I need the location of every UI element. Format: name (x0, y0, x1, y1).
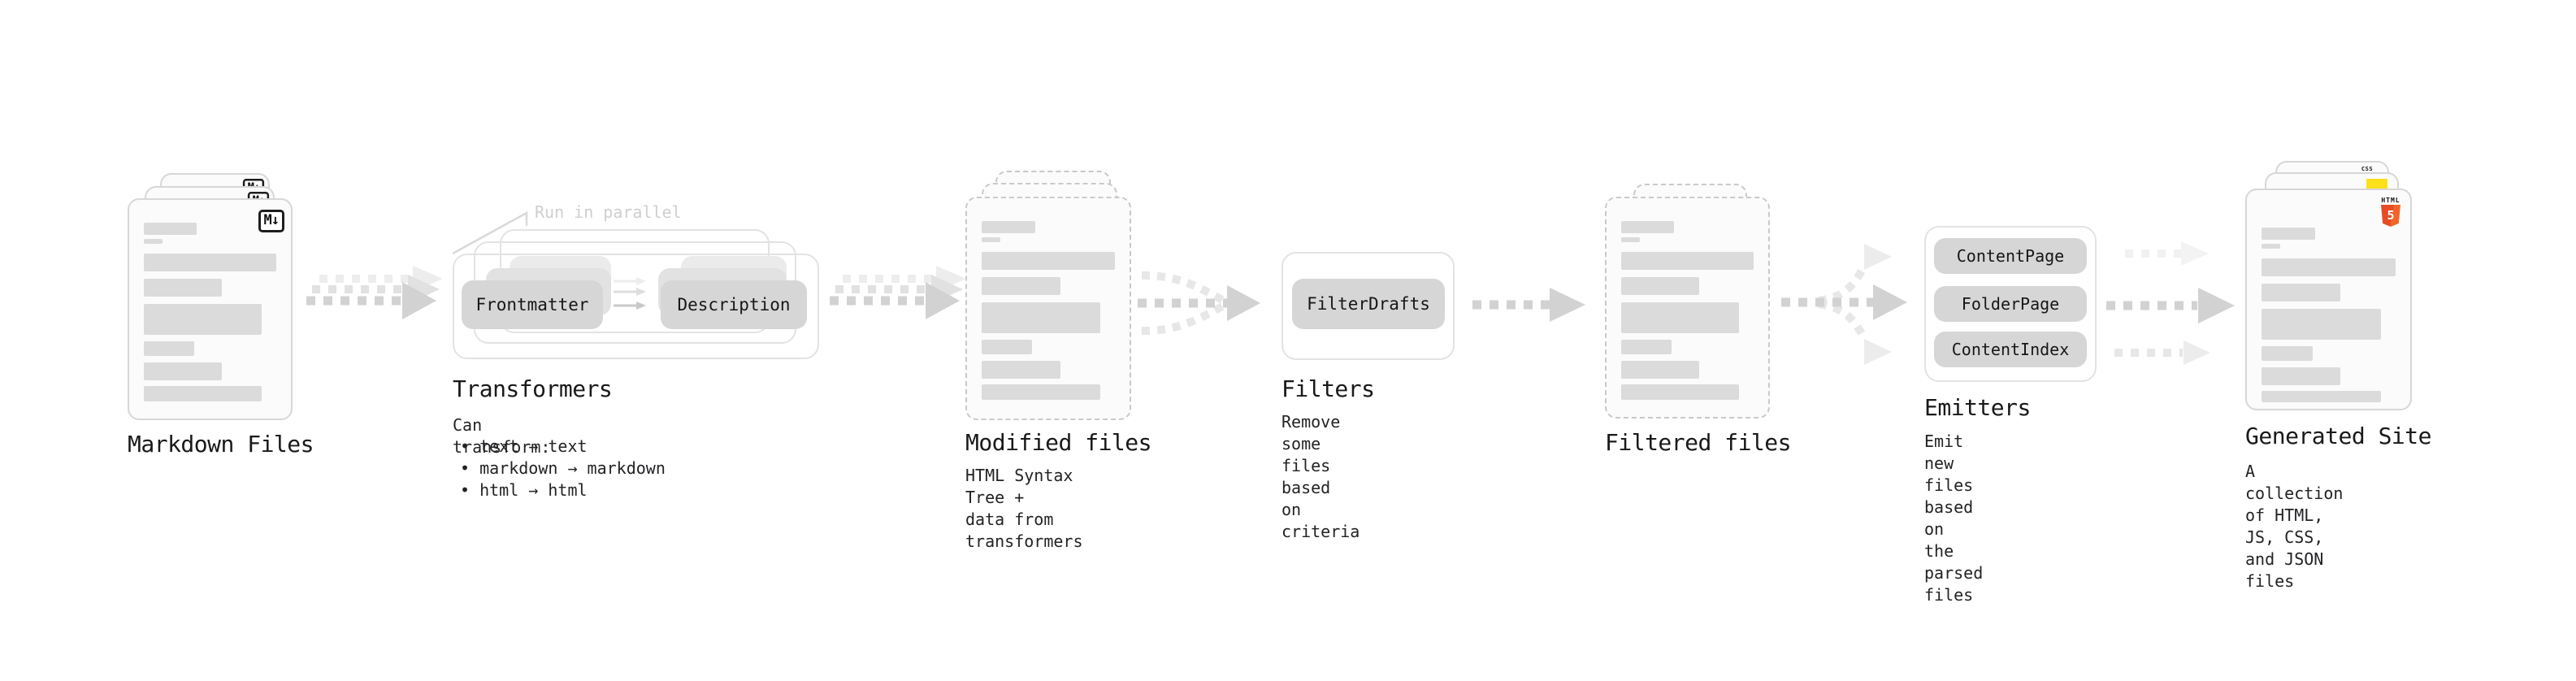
plugin-box-frontmatter: Frontmatter (462, 280, 603, 329)
list-item: markdown → markdown (460, 458, 666, 479)
list-item: text → text (460, 436, 666, 458)
stage-subtitle: A collection of HTML, JS, CSS, and JSON … (2245, 462, 2344, 591)
flow-arrow-stacked-icon (830, 266, 966, 319)
list-item-label: text → text (479, 436, 588, 456)
stage-subtitle: Emit new files based on the parsed files (1924, 432, 1984, 605)
html5-icon-word: HTML (2381, 197, 2400, 204)
list-item-label: markdown → markdown (479, 458, 666, 478)
stage-subtitle: Remove some files based on criteria (1281, 412, 1360, 541)
plugin-box-contentindex: ContentIndex (1934, 332, 2087, 367)
plugin-box-folderpage: FolderPage (1934, 286, 2087, 322)
filters-box (1281, 252, 1455, 360)
list-item-label: html → html (479, 480, 588, 500)
stage-title: Generated Site (2245, 423, 2432, 449)
plugin-box-contentpage: ContentPage (1934, 238, 2087, 274)
transform-capability-list: text → text markdown → markdown html → h… (460, 436, 666, 501)
markdown-icon-label: M↓ (263, 212, 280, 228)
emitters-box (1924, 226, 2097, 382)
stage-title: Emitters (1924, 394, 2031, 421)
stage-title: Filters (1281, 375, 1375, 402)
flow-arrow-parallel-icon (2106, 241, 2235, 365)
stage-subtitle: HTML Syntax Tree + data from transformer… (965, 466, 1083, 551)
file-card-html: HTML 5 (2245, 189, 2412, 410)
callout-line (452, 210, 528, 255)
list-item: html → html (460, 479, 666, 501)
file-card-front: M↓ (128, 198, 293, 420)
plugin-box-description: Description (661, 280, 807, 329)
html5-icon-numeral: 5 (2387, 208, 2395, 223)
css-icon-label: CSS (2361, 166, 2374, 172)
stage-title: Filtered files (1605, 429, 1792, 456)
mini-arrows-icon (614, 277, 646, 310)
plugin-box-filterdrafts: FilterDrafts (1292, 279, 1445, 329)
transformer-box-front (453, 254, 819, 359)
html5-icon-shield: 5 (2381, 205, 2400, 227)
markdown-icon: M↓ (258, 210, 284, 232)
flow-arrow-icon (1472, 288, 1585, 322)
stage-title: Markdown Files (128, 431, 314, 458)
text-placeholder-lines (1607, 198, 1768, 400)
flow-arrow-converge-icon (1138, 271, 1260, 336)
text-placeholder-lines (129, 200, 291, 401)
file-card-front (965, 197, 1131, 420)
stage-title: Modified files (965, 429, 1152, 456)
file-card-front (1605, 197, 1770, 419)
flow-arrow-diverge-icon (1781, 244, 1907, 365)
flow-arrow-stacked-icon (306, 266, 443, 319)
text-placeholder-lines (967, 198, 1130, 400)
html5-icon: HTML 5 (2379, 197, 2402, 227)
stage-title: Transformers (453, 375, 613, 402)
run-in-parallel-label: Run in parallel (535, 202, 682, 222)
text-placeholder-lines (2247, 190, 2410, 402)
